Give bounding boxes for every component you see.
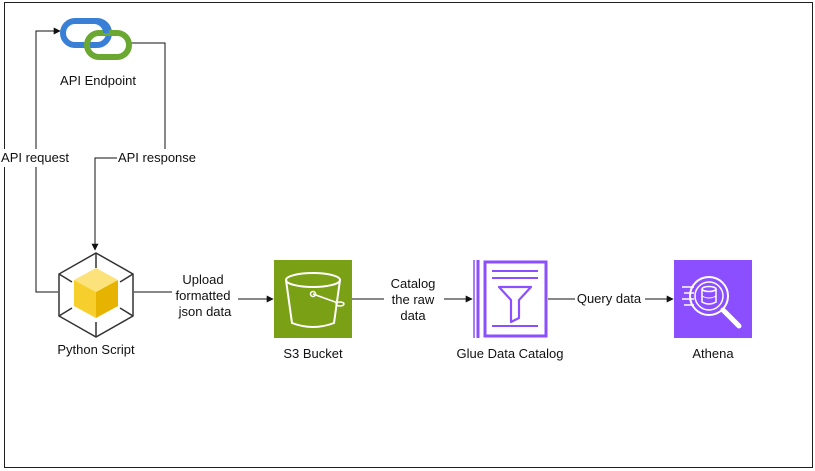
diagram-border bbox=[4, 2, 813, 468]
python-script-label: Python Script bbox=[57, 342, 135, 357]
s3-bucket-label: S3 Bucket bbox=[283, 346, 343, 361]
filter-document-icon bbox=[473, 260, 548, 338]
glue-data-catalog-label: Glue Data Catalog bbox=[457, 346, 564, 361]
bucket-icon bbox=[274, 260, 352, 338]
catalog-label-line2: the raw bbox=[392, 292, 435, 307]
catalog-label-line3: data bbox=[400, 308, 426, 323]
upload-label-bg bbox=[172, 270, 238, 320]
upload-label-line3: json data bbox=[178, 304, 233, 319]
api-endpoint-label: API Endpoint bbox=[60, 73, 136, 88]
chain-link-icon bbox=[60, 18, 132, 60]
upload-label-line1: Upload bbox=[182, 272, 223, 287]
athena-label: Athena bbox=[692, 346, 734, 361]
api-request-label: API request bbox=[1, 150, 69, 165]
query-label-bg bbox=[575, 290, 645, 308]
api-request-label-bg bbox=[0, 149, 70, 167]
upload-label-line2: formatted bbox=[176, 288, 231, 303]
api-response-label: API response bbox=[118, 150, 196, 165]
catalog-label-bg bbox=[384, 274, 444, 324]
magnifier-database-icon bbox=[674, 260, 752, 338]
cube-icon bbox=[58, 252, 134, 338]
query-label: Query data bbox=[577, 291, 642, 306]
api-response-label-bg bbox=[117, 149, 199, 167]
catalog-label-line1: Catalog bbox=[391, 276, 436, 291]
